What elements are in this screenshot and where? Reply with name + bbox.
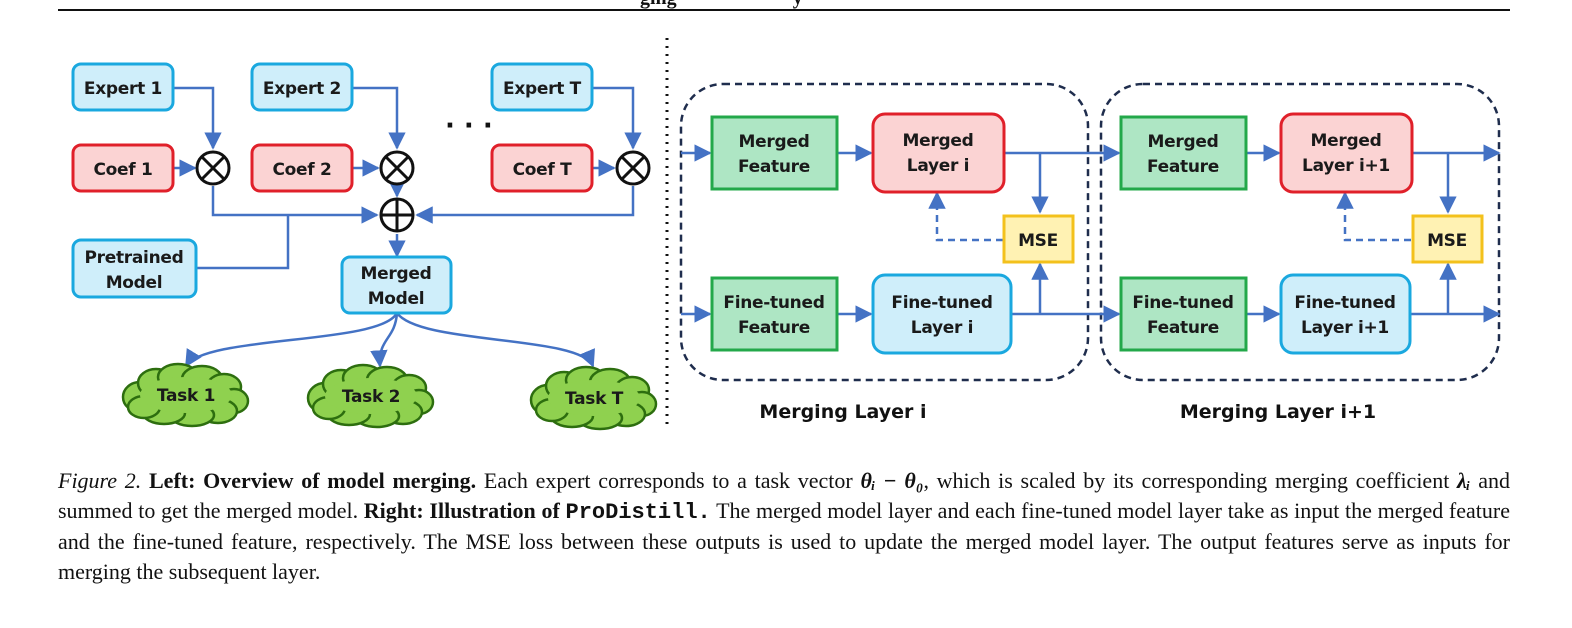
expert-2-box: Expert 2 (250, 62, 354, 112)
merged-to-task2-arrow (370, 312, 399, 368)
coef-2-label: Coef 2 (272, 160, 331, 180)
coef-math: λᵢ (1457, 468, 1471, 493)
merging-layer-i-label: Merging Layer i (759, 401, 926, 423)
expertT-to-multT-arrow (592, 86, 642, 150)
task-cloud-1: Task 1 (121, 362, 250, 428)
finetuned-layer-i-line1: Fine-tuned (891, 293, 992, 313)
coef-1-label: Coef 1 (93, 160, 152, 180)
pretrained-to-sum-line (196, 215, 290, 270)
multiply-2-icon (379, 150, 415, 186)
finetuned-feature-i1-line1: Fine-tuned (1132, 293, 1233, 313)
merged-layer-i1-line1: Merged (1311, 131, 1382, 151)
ellipsis: · · · (445, 111, 493, 141)
merged-layer-i1-line2: Layer i+1 (1302, 156, 1390, 176)
figure-label: Figure 2. (58, 468, 142, 493)
finetuned-feature-i-box: Fine-tuned Feature (710, 276, 839, 352)
merging-layer-i1-label: Merging Layer i+1 (1180, 401, 1376, 423)
left-diagram: Expert 1 Expert 2 Expert T Coef 1 Coef 2 (71, 62, 658, 431)
finetuned-feature-i-line1: Fine-tuned (723, 293, 824, 313)
figure-caption: Figure 2. Left: Overview of model mergin… (58, 466, 1510, 586)
merged-to-taskT-arrow (395, 312, 595, 368)
merged-layer-i-line1: Merged (903, 131, 974, 151)
expert-2-label: Expert 2 (263, 79, 341, 99)
mse-i1-update-arrow (1336, 191, 1411, 242)
merged-feature-i1-line1: Merged (1148, 132, 1219, 152)
merged-feature-i1-box: Merged Feature (1119, 115, 1248, 191)
sum-icon (379, 197, 415, 233)
expert1-to-mult1-arrow (173, 86, 222, 150)
left-title: Left: Overview of model merging. (149, 468, 477, 493)
mse-i-label: MSE (1018, 231, 1058, 251)
task-1-label: Task 1 (157, 386, 215, 406)
task-vector-math: θᵢ − θ₀ (860, 468, 924, 493)
multiply-1-icon (195, 150, 231, 186)
task-3-label: Task T (565, 389, 624, 409)
merged-layer-i-box: Merged Layer i (871, 112, 1006, 194)
task-cloud-2: Task 2 (306, 363, 435, 429)
merged-model-box: Merged Model (340, 255, 453, 315)
finetuned-layer-i1-box: Fine-tuned Layer i+1 (1279, 273, 1412, 355)
left-text-2: , which is scaled by its corresponding m… (923, 468, 1450, 493)
pretrained-label-line2: Model (106, 273, 163, 293)
expert2-to-mult2-arrow (352, 86, 406, 150)
pretrained-label-line1: Pretrained (85, 248, 184, 268)
merged-feature-i-line1: Merged (739, 132, 810, 152)
multiply-t-icon (615, 150, 651, 186)
coef-1-box: Coef 1 (71, 143, 175, 193)
merged-feature-i-box: Merged Feature (710, 115, 839, 191)
coef-t-label: Coef T (513, 160, 572, 180)
finetuned-feature-i1-line2: Feature (1147, 318, 1219, 338)
expert-1-label: Expert 1 (84, 79, 162, 99)
finetuned-layer-i1-line2: Layer i+1 (1301, 318, 1389, 338)
merged-feature-i-line2: Feature (738, 157, 810, 177)
right-text: The merged model layer and each fine-tun… (58, 497, 1510, 584)
header-fragment: ging y (640, 0, 803, 9)
merged-to-task1-arrow (184, 312, 399, 368)
merging-layer-i-container (679, 82, 1090, 382)
pretrained-model-box: Pretrained Model (71, 238, 198, 299)
finetuned-layer-i-box: Fine-tuned Layer i (871, 273, 1013, 355)
method-name: ProDistill. (565, 499, 711, 525)
coef-2-box: Coef 2 (250, 143, 354, 193)
mse-i-box: MSE (1002, 214, 1075, 264)
finetuned-layer-i-line2: Layer i (911, 318, 973, 338)
expert-t-box: Expert T (490, 62, 594, 112)
task-2-label: Task 2 (342, 387, 400, 407)
mse-i1-box: MSE (1411, 214, 1484, 264)
expert-1-box: Expert 1 (71, 62, 175, 112)
merged-model-label-line1: Merged (361, 264, 432, 284)
right-diagram: Merged Feature Merged Layer i Fine-tuned… (679, 82, 1501, 423)
merged-layer-i1-box: Merged Layer i+1 (1279, 112, 1414, 194)
finetuned-feature-i1-box: Fine-tuned Feature (1119, 276, 1248, 352)
expert-t-label: Expert T (503, 79, 582, 99)
left-text-1: Each expert corresponds to a task vector (483, 468, 853, 493)
mult1-to-sum-arrow (211, 186, 379, 224)
merged-layer-i-line2: Layer i (907, 156, 969, 176)
merged-feature-i1-line2: Feature (1147, 157, 1219, 177)
mse-i-update-arrow (928, 191, 1003, 242)
left-text-3: and summed to get the merged model. (58, 468, 1511, 523)
mse-i1-label: MSE (1427, 231, 1467, 251)
task-clouds: Task 1 Task 2 Task T (121, 362, 658, 431)
right-title: Right: Illustration of (363, 497, 560, 523)
coef-t-box: Coef T (490, 143, 594, 193)
multT-to-sum-arrow (415, 186, 635, 224)
merged-model-label-line2: Model (368, 289, 425, 309)
finetuned-layer-i1-line1: Fine-tuned (1294, 293, 1395, 313)
finetuned-feature-i-line2: Feature (738, 318, 810, 338)
merging-layer-i1-container (1099, 82, 1501, 382)
figure-diagram: ging y (58, 0, 1510, 431)
task-cloud-3: Task T (529, 365, 658, 431)
